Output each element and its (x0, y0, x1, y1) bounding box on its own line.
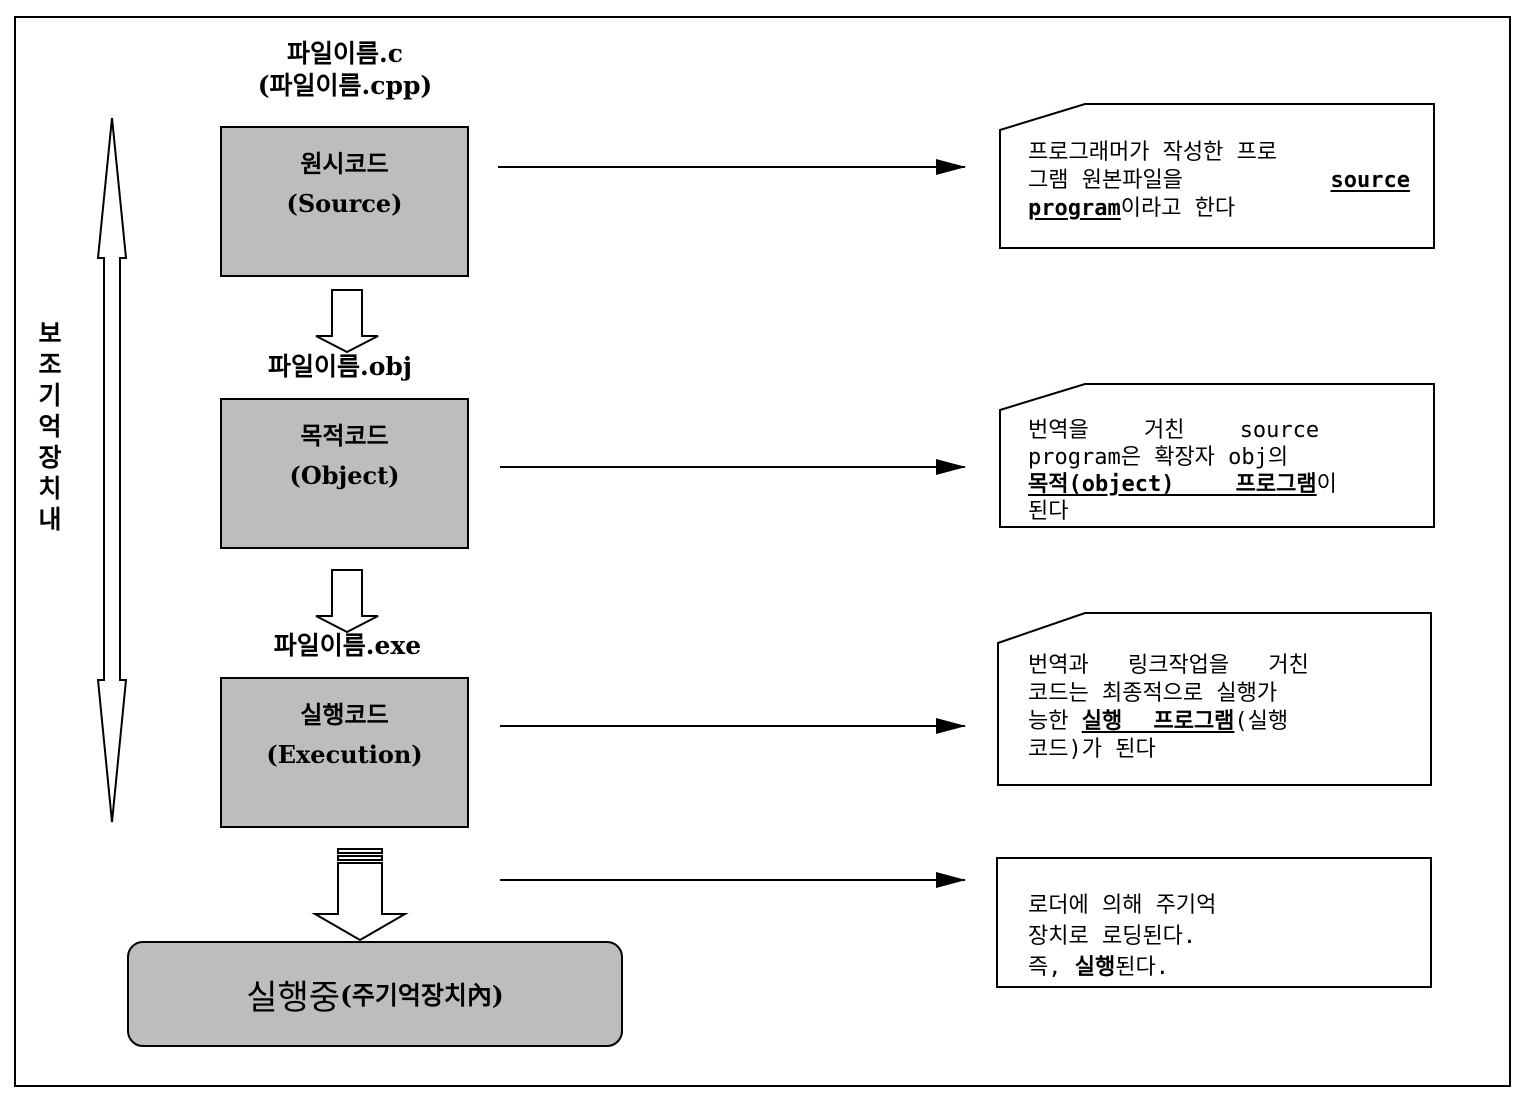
note-text-part: 이 (1316, 472, 1337, 497)
note-box-execution (997, 612, 1432, 786)
stage-name-en: (Execution) (266, 740, 423, 769)
stage-box-source: 원시코드 (Source) (220, 126, 469, 277)
down-arrow-object-to-execution (315, 569, 379, 634)
note-line: program은 확장자 obj의 (1028, 445, 1289, 470)
note-text-part: 즉, (1028, 955, 1075, 980)
note-line: program이라고 한다 (1028, 195, 1410, 223)
running-label: 실행중 (246, 977, 341, 1018)
stage-name-en: (Object) (289, 461, 400, 490)
side-label: 보 조 기 억 장 치 내 (30, 318, 70, 535)
note-line: 장치로 로딩된다. (1028, 924, 1197, 949)
note-text-part: 된다. (1115, 955, 1169, 980)
side-label-char: 억 (38, 412, 62, 441)
note-running: 로더에 의해 주기억 장치로 로딩된다. 즉, 실행된다. (1028, 890, 1410, 983)
note-text-part: 능한 (1028, 709, 1082, 734)
stage-box-object: 목적코드 (Object) (220, 398, 469, 549)
side-label-char: 장 (38, 443, 62, 472)
down-arrow-source-to-object (315, 289, 379, 354)
diagram-frame (14, 16, 1511, 1087)
note-box-running (996, 857, 1432, 988)
note-object: 번역을 거친 source program은 확장자 obj의 목적(objec… (1028, 417, 1410, 525)
note-line: 코드는 최종적으로 실행가 (1028, 681, 1278, 706)
note-text-part: 그램 원본파일을 (1028, 168, 1183, 193)
note-emphasis: program (1028, 196, 1121, 221)
running-box: 실행중 (주기억장치內) (127, 941, 623, 1047)
note-line: 된다 (1028, 499, 1069, 524)
side-label-char: 치 (38, 474, 62, 503)
note-line: 번역을 거친 source (1028, 418, 1320, 443)
stage-name-en: (Source) (286, 189, 403, 218)
note-line: 코드)가 된다 (1028, 737, 1156, 762)
note-line: 프로그래머가 작성한 프로 (1028, 140, 1278, 165)
note-emphasis: 실행 프로그램 (1081, 709, 1235, 734)
note-line: 번역과 링크작업을 거친 (1028, 653, 1309, 678)
side-label-char: 보 (38, 319, 62, 348)
running-sub-label: (주기억장치內) (340, 981, 504, 1010)
stage-name: 실행코드 (300, 700, 389, 729)
note-bold: 실행 (1074, 955, 1116, 980)
filename-execution: 파일이름.exe (273, 631, 422, 660)
stage-box-execution: 실행코드 (Execution) (220, 677, 469, 828)
down-arrow-execution-to-running (311, 848, 409, 942)
side-label-char: 기 (38, 381, 62, 410)
double-headed-arrow (96, 117, 128, 823)
note-execution: 번역과 링크작업을 거친 코드는 최종적으로 실행가 능한 실행 프로그램(실행… (1028, 652, 1410, 764)
note-line: 목적(object) 프로그램이 (1028, 471, 1410, 498)
note-emphasis: source (1330, 168, 1410, 193)
note-line: 그램 원본파일을 source (1028, 167, 1410, 195)
filename-object: 파일이름.obj (268, 352, 412, 381)
note-box-source (999, 103, 1435, 249)
side-label-char: 내 (38, 505, 62, 534)
note-box-object (999, 383, 1435, 528)
note-emphasis: 목적(object) 프로그램 (1028, 472, 1317, 497)
side-label-char: 조 (38, 350, 62, 379)
stage-name: 원시코드 (300, 149, 389, 178)
note-source: 프로그래머가 작성한 프로 그램 원본파일을 source program이라고… (1028, 139, 1410, 223)
note-line: 로더에 의해 주기억 (1028, 893, 1217, 918)
filename-source-cpp: (파일이름.cpp) (257, 71, 433, 100)
note-text-part: (실행 (1234, 709, 1289, 734)
filename-source: 파일이름.c (287, 39, 403, 68)
note-line: 즉, 실행된다. (1028, 952, 1410, 983)
note-text-part: 이라고 한다 (1120, 196, 1236, 221)
note-line: 능한 실행 프로그램(실행 (1028, 708, 1410, 736)
stage-name: 목적코드 (300, 421, 389, 450)
